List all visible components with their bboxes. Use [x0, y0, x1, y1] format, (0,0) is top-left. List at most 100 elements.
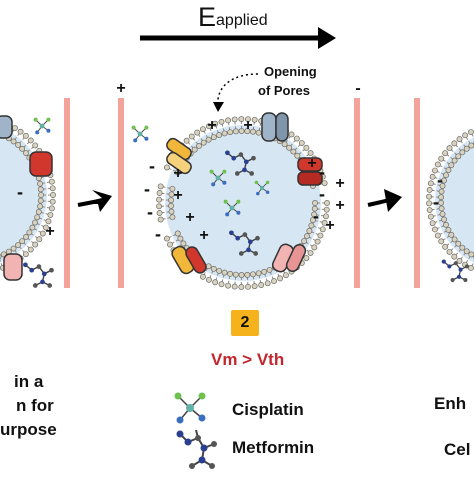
- lipid-head: [170, 215, 175, 220]
- lipid-head: [449, 232, 454, 237]
- atom: [239, 251, 244, 256]
- left-electrode-plate-1: [64, 98, 70, 288]
- atom: [29, 268, 34, 273]
- lipid-head: [206, 137, 211, 142]
- field-symbol: E: [198, 2, 216, 32]
- lipid-head: [33, 242, 38, 247]
- lipid-head: [245, 272, 250, 277]
- atom: [235, 171, 240, 176]
- lipid-head: [38, 198, 43, 203]
- lipid-head: [427, 187, 432, 192]
- lipid-head: [158, 184, 163, 189]
- lipid-head: [225, 283, 230, 288]
- atom-n: [236, 211, 240, 215]
- lipid-head: [304, 256, 309, 261]
- lipid-head: [36, 209, 41, 214]
- atom: [40, 280, 45, 285]
- lipid-head: [33, 143, 38, 148]
- lipid-head: [213, 280, 218, 285]
- minus-charge: -: [149, 156, 155, 176]
- lipid-head: [222, 131, 227, 136]
- atom: [454, 261, 458, 265]
- lipid-head: [438, 200, 443, 205]
- lipid-head: [175, 231, 180, 236]
- atom: [231, 156, 236, 161]
- legend-metformin-label: Metformin: [232, 438, 314, 458]
- lipid-head: [245, 284, 250, 289]
- lipid-head: [219, 282, 224, 287]
- lipid-head: [447, 145, 452, 150]
- minus-charge: -: [147, 202, 153, 222]
- lipid-head: [440, 211, 445, 216]
- lipid-head: [312, 200, 317, 205]
- lipid-head: [12, 125, 17, 130]
- lipid-head: [164, 236, 169, 241]
- lipid-head: [157, 190, 162, 195]
- lipid-head: [426, 201, 431, 206]
- atom: [463, 278, 467, 282]
- lipid-head: [23, 252, 28, 257]
- lipid-head: [178, 236, 183, 241]
- lipid-head: [217, 132, 222, 137]
- lipid-head: [232, 117, 237, 122]
- lipid-head: [206, 264, 211, 269]
- lipid-head: [446, 167, 451, 172]
- left-caption-line2: n for: [16, 396, 54, 416]
- atom: [37, 264, 42, 269]
- lipid-head: [156, 204, 161, 209]
- atom: [447, 264, 451, 268]
- lipid-head: [222, 270, 227, 275]
- atom: [49, 268, 54, 273]
- lipid-head: [156, 197, 161, 202]
- atom-cl: [210, 170, 214, 174]
- atom: [242, 168, 247, 173]
- lipid-head: [50, 192, 55, 197]
- lipid-head: [37, 181, 42, 186]
- lipid-head: [443, 244, 448, 249]
- atom-n: [35, 130, 39, 134]
- lipid-head: [267, 267, 272, 272]
- atom: [253, 251, 258, 256]
- lipid-head: [228, 271, 233, 276]
- lipid-head: [11, 139, 16, 144]
- atom: [246, 248, 251, 253]
- field-subscript: applied: [216, 12, 268, 29]
- atom: [23, 262, 28, 267]
- lipid-head: [256, 130, 261, 135]
- lipid-head: [289, 132, 294, 137]
- lipid-head: [233, 272, 238, 277]
- atom-pt: [138, 132, 143, 137]
- lipid-head: [28, 138, 33, 143]
- lipid-head: [169, 209, 174, 214]
- left-channel-blue: [0, 116, 12, 138]
- atom: [255, 236, 260, 241]
- lipid-head: [206, 277, 211, 282]
- lipid-head: [294, 136, 299, 141]
- minus-charge: -: [144, 179, 150, 199]
- legend-metformin-icon: [174, 428, 220, 472]
- lipid-head: [426, 194, 431, 199]
- lipid-head: [23, 133, 28, 138]
- legend-cisplatin-icon: [170, 388, 210, 428]
- plus-charge: +: [243, 117, 252, 134]
- lipid-head: [282, 142, 287, 147]
- lipid-head: [428, 214, 433, 219]
- lipid-head: [239, 272, 244, 277]
- lipid-head: [271, 278, 276, 283]
- lipid-head: [324, 200, 329, 205]
- lipid-head: [439, 156, 444, 161]
- pores-annotation: Opening of Pores: [258, 62, 317, 100]
- lipid-head: [181, 241, 186, 246]
- lipid-head: [20, 239, 25, 244]
- atom-n: [225, 212, 229, 216]
- lipid-head: [441, 217, 446, 222]
- lipid-head: [452, 158, 457, 163]
- lipid-head: [23, 234, 28, 239]
- lipid-head: [196, 143, 201, 148]
- lipid-head: [233, 129, 238, 134]
- atom-cl: [266, 181, 270, 185]
- lipid-head: [438, 195, 443, 200]
- minus-charge: -: [313, 206, 319, 226]
- lipid-head: [20, 146, 25, 151]
